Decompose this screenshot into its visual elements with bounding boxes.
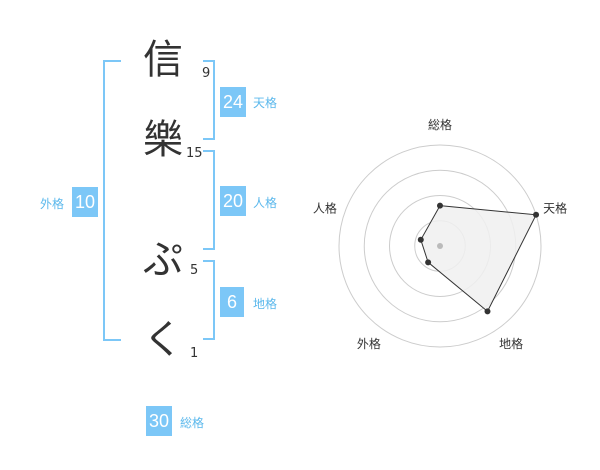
radar-point-4 [425, 259, 432, 266]
jinkaku-value-badge: 20 [220, 186, 247, 216]
radar-point-1 [437, 202, 443, 209]
name-char-2: 樂 [143, 117, 183, 163]
radar-axis-label: 人格 [313, 201, 337, 216]
stroke-count-3: 5 [190, 263, 199, 278]
stroke-count-4: 1 [190, 346, 199, 361]
soukaku-value-badge: 30 [146, 406, 173, 436]
chikaku-label: 地格 [253, 297, 278, 311]
radar-axis-label: 総格 [428, 117, 452, 132]
name-char-4: く [143, 317, 183, 363]
chikaku-value-badge: 6 [220, 287, 244, 317]
radar-axis-label: 外格 [357, 336, 381, 351]
gaikaku-label: 外格 [40, 197, 65, 211]
radar-point-5 [417, 236, 424, 243]
radar-point-3 [484, 308, 491, 315]
tenkaku-bracket [203, 60, 215, 140]
tenkaku-value-badge: 24 [220, 87, 247, 117]
radar-axis-label: 天格 [543, 201, 567, 216]
jinkaku-bracket [203, 150, 215, 250]
radar-axis-label: 地格 [499, 336, 523, 351]
jinkaku-label: 人格 [253, 196, 278, 210]
stroke-count-2: 15 [186, 146, 203, 161]
gaikaku-value-badge: 10 [72, 187, 99, 217]
stroke-count-1: 9 [202, 66, 211, 81]
name-char-3: ぷ [143, 237, 183, 283]
radar-data-polygon [420, 205, 537, 313]
radar-ring [338, 144, 542, 348]
radar-point-2 [533, 211, 540, 218]
chikaku-bracket [203, 260, 215, 340]
gaikaku-bracket [103, 60, 121, 341]
name-char-1: 信 [143, 37, 183, 83]
radar-center-dot [437, 243, 443, 249]
soukaku-label: 総格 [180, 416, 205, 430]
tenkaku-label: 天格 [253, 96, 278, 110]
